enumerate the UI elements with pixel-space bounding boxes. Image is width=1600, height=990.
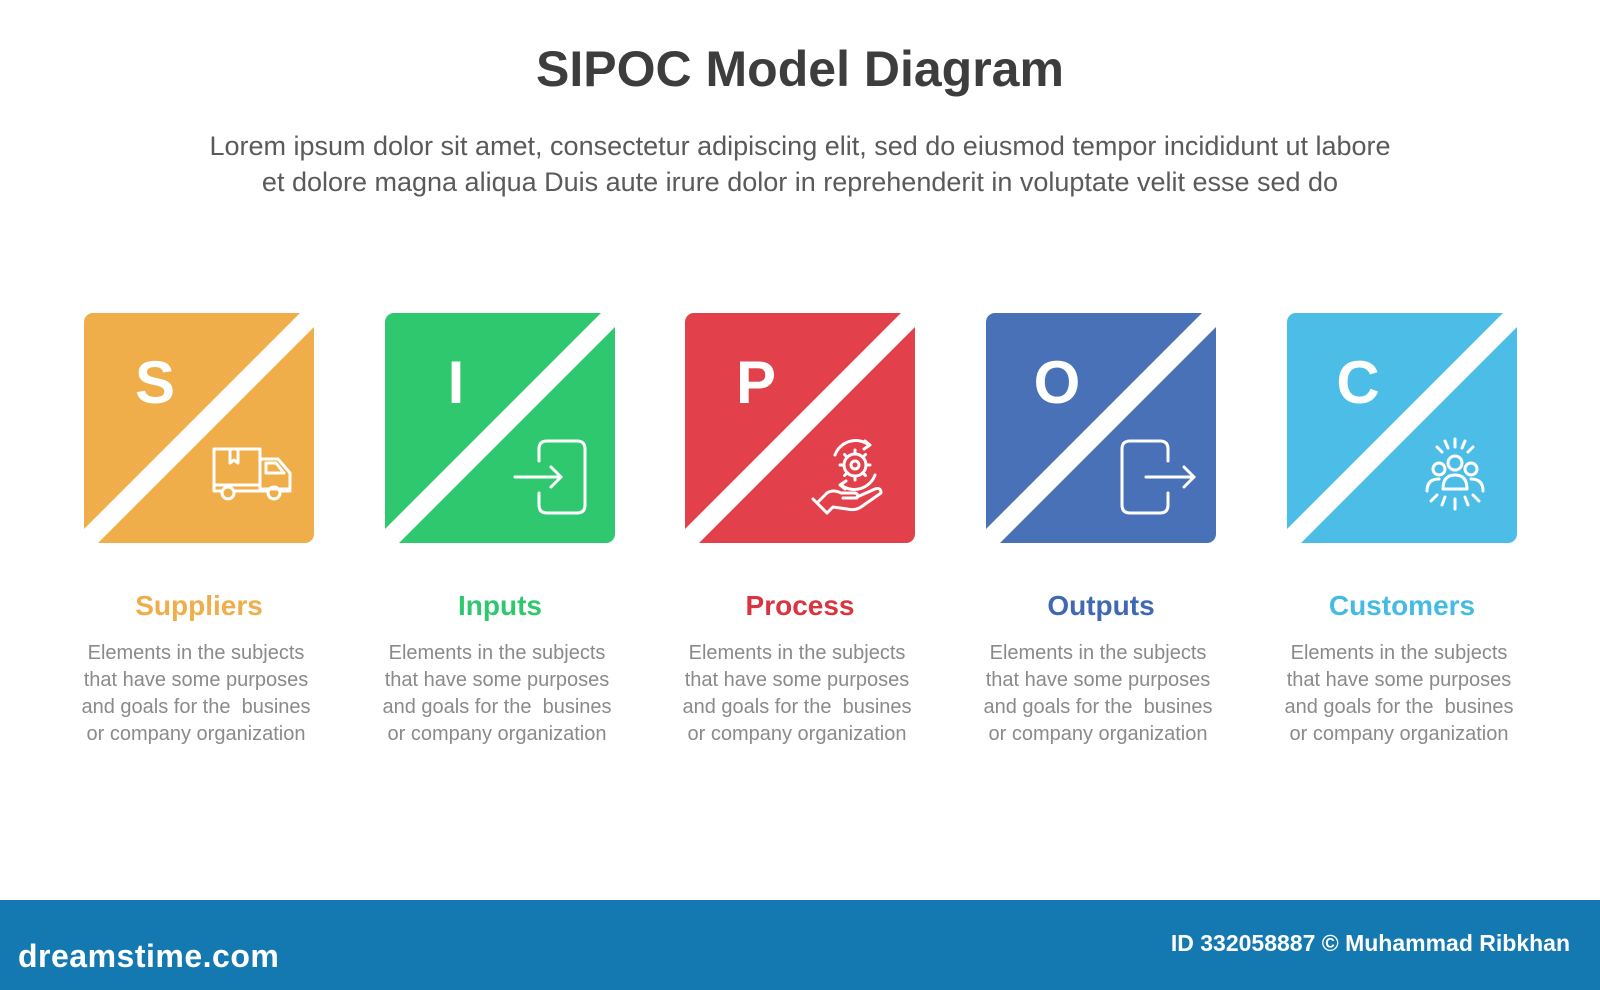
step-description: Elements in the subjects that have some …: [347, 640, 647, 748]
description-line: and goals for the busines: [1284, 696, 1514, 718]
description-line: or company organization: [86, 723, 306, 745]
card-halves: [986, 313, 1216, 543]
page-title: SIPOC Model Diagram: [536, 41, 1064, 97]
step-description: Elements in the subjects that have some …: [948, 640, 1248, 748]
sign-in-icon: [513, 439, 587, 515]
step-card-outputs: O: [986, 313, 1216, 543]
card-upper-half: [986, 313, 1202, 529]
description-line: and goals for the busines: [382, 696, 612, 718]
subtitle-line: et dolore magna aliqua Duis aute irure d…: [261, 167, 1339, 197]
step-letter: P: [735, 349, 777, 416]
card-lower-half: [1000, 327, 1216, 543]
description-line: Elements in the subjects: [388, 642, 606, 664]
step-label: Customers: [1328, 590, 1476, 621]
description-line: and goals for the busines: [81, 696, 311, 718]
description-line: Elements in the subjects: [989, 642, 1207, 664]
description-line: Elements in the subjects: [1290, 642, 1508, 664]
gear-hand-icon: [811, 439, 883, 515]
description-line: or company organization: [988, 723, 1208, 745]
watermark-footer-bar: dreamstime.com ID 332058887 © Muhammad R…: [0, 900, 1600, 990]
step-letter: O: [1033, 349, 1081, 416]
card-upper-half: [685, 313, 901, 529]
step-description: Elements in the subjects that have some …: [46, 640, 346, 748]
step-card-customers: C: [1287, 313, 1517, 543]
description-line: that have some purposes: [985, 669, 1211, 691]
description-line: that have some purposes: [384, 669, 610, 691]
description-line: and goals for the busines: [983, 696, 1213, 718]
card-upper-half: [385, 313, 601, 529]
card-upper-half: [84, 313, 300, 529]
step-letter: I: [447, 349, 465, 416]
description-line: that have some purposes: [684, 669, 910, 691]
description-line: or company organization: [1289, 723, 1509, 745]
step-label: Outputs: [1047, 590, 1155, 621]
card-lower-half: [399, 327, 615, 543]
card-upper-half: [1287, 313, 1503, 529]
sign-out-icon: [1120, 439, 1196, 515]
brand-logo[interactable]: dreamstime.com: [18, 938, 280, 974]
step-description: Elements in the subjects that have some …: [1249, 640, 1549, 748]
page-subtitle: Lorem ipsum dolor sit amet, consectetur …: [70, 128, 1530, 200]
description-line: or company organization: [387, 723, 607, 745]
card-halves: [385, 313, 615, 543]
step-description: Elements in the subjects that have some …: [647, 640, 947, 748]
step-card-process: P: [685, 313, 915, 543]
description-line: and goals for the busines: [682, 696, 912, 718]
step-letter: S: [134, 349, 176, 416]
description-line: Elements in the subjects: [688, 642, 906, 664]
description-line: that have some purposes: [1286, 669, 1512, 691]
description-line: that have some purposes: [83, 669, 309, 691]
description-line: Elements in the subjects: [87, 642, 305, 664]
subtitle-line: Lorem ipsum dolor sit amet, consectetur …: [209, 131, 1391, 161]
step-card-suppliers: S: [84, 313, 314, 543]
truck-icon: [212, 447, 292, 501]
step-card-inputs: I: [385, 313, 615, 543]
step-letter: C: [1336, 349, 1380, 416]
image-credit: ID 332058887 © Muhammad Ribkhan: [1170, 930, 1570, 956]
step-label: Suppliers: [135, 590, 263, 621]
step-label: Inputs: [458, 590, 542, 621]
customers-group-icon: [1425, 437, 1485, 511]
description-line: or company organization: [687, 723, 907, 745]
step-label: Process: [745, 590, 855, 621]
